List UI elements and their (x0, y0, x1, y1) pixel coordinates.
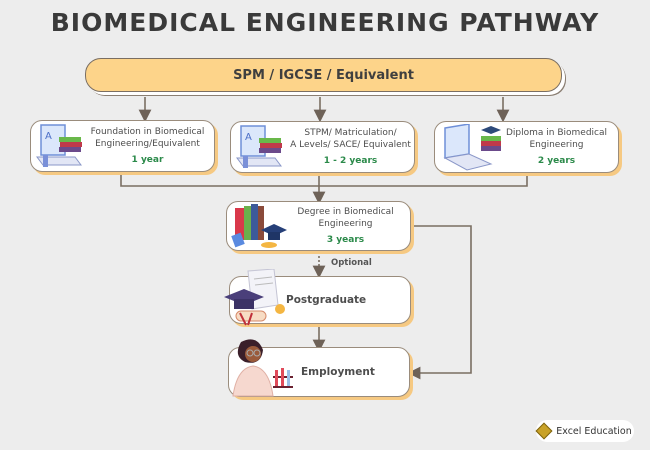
degree-to-employment-line (407, 225, 472, 380)
route-duration: 1 year (131, 155, 164, 165)
laptop-books-icon: A (36, 124, 82, 167)
entry-label: SPM / IGCSE / Equivalent (233, 67, 414, 83)
brand-logo: Excel Education (535, 420, 634, 442)
route-box-foundation: A Foundation in Biomedical Engineering/E… (30, 120, 215, 172)
svg-text:A: A (45, 131, 52, 142)
degree-box: Degree in Biomedical Engineering 3 years (226, 201, 411, 251)
route-name-line1: Foundation in Biomedical (90, 127, 205, 137)
route-name-line2: Engineering/Equivalent (95, 139, 200, 149)
degree-duration: 3 years (326, 235, 365, 245)
route-name-line2: A Levels/ SACE/ Equivalent (290, 140, 411, 150)
degree-name-line1: Degree in Biomedical (297, 207, 394, 217)
entry-qualification-box: SPM / IGCSE / Equivalent (85, 58, 562, 92)
laptop-graduation-cap-icon (443, 124, 501, 171)
diamond-logo-icon (535, 422, 553, 440)
page-title: BIOMEDICAL ENGINEERING PATHWAY (50, 8, 600, 37)
brand-name: Excel Education (556, 425, 632, 437)
route-duration: 2 years (537, 156, 576, 166)
svg-text:A: A (245, 132, 252, 143)
merge-line (120, 174, 528, 187)
route-box-diploma: Diploma in Biomedical Engineering 2 year… (434, 121, 619, 173)
route-name-line1: Diploma in Biomedical (505, 128, 608, 138)
employment-label: Employment (301, 365, 375, 378)
books-graduation-cap-icon (231, 204, 287, 248)
route-name-line1: STPM/ Matriculation/ (304, 128, 397, 138)
degree-name-line2: Engineering (318, 219, 373, 229)
route-box-stpm: A STPM/ Matriculation/ A Levels/ SACE/ E… (230, 121, 415, 173)
postgraduate-label: Postgraduate (286, 293, 367, 306)
route-duration: 1 - 2 years (323, 156, 378, 166)
postgraduate-box: Postgraduate (224, 269, 411, 326)
scientist-icon (232, 339, 293, 397)
employment-box: Employment (228, 339, 410, 397)
optional-label: Optional (331, 258, 372, 268)
route-name-line2: Engineering (529, 140, 584, 150)
diploma-cap-icon (224, 269, 285, 326)
laptop-books-icon: A (236, 125, 282, 168)
